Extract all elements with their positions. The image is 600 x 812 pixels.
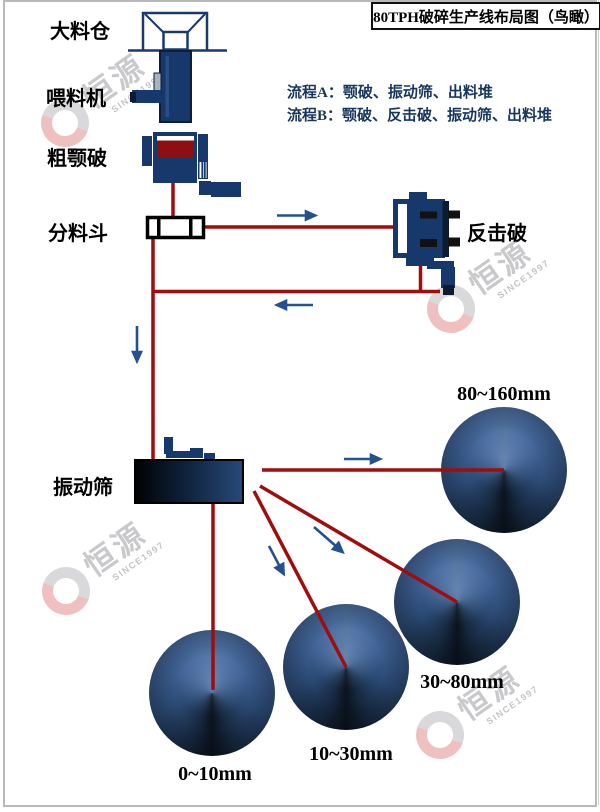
direction-arrows (130, 209, 384, 577)
label-splitter: 分料斗 (48, 223, 108, 245)
label-impact-crusher: 反击破 (467, 223, 527, 245)
label-coarse-jaw: 粗颚破 (47, 148, 107, 170)
impact-crusher-drawing (393, 192, 460, 295)
big-bin-drawing (128, 11, 227, 52)
jaw-crusher-drawing (142, 132, 241, 197)
arrow-down-icon (130, 326, 144, 365)
flow-line-b: 流程B：颚破、反击破、振动筛、出料堆 (287, 108, 553, 124)
arrow-down-right-icon (313, 526, 345, 555)
pile-label-0-10mm: 0~10mm (178, 763, 252, 785)
pile-label-80-160mm: 80~160mm (457, 383, 551, 405)
flow-line-screen-to-30-80 (259, 484, 458, 604)
arrow-right-icon (277, 209, 319, 222)
label-vibrating-screen: 振动筛 (53, 477, 113, 499)
flow-line-screen-to-10-30 (252, 490, 348, 668)
splitter-drawing (145, 215, 206, 240)
diagram-title: 80TPH破碎生产线布局图（鸟瞰） (371, 2, 600, 30)
label-big-bin: 大料仓 (50, 21, 110, 43)
feeder-drawing (130, 50, 192, 123)
flow-lines (151, 183, 504, 690)
page-frame-right-line (598, 0, 599, 805)
label-feeder: 喂料机 (46, 88, 106, 110)
arrow-right-icon (344, 452, 384, 466)
pile-label-30-80mm: 30~80mm (420, 671, 504, 693)
arrow-down-steep-icon (267, 545, 286, 577)
flow-line-a: 流程A：颚破、振动筛、出料堆 (287, 85, 493, 101)
pile-label-10-30mm: 10~30mm (309, 743, 393, 765)
vibrating-screen-drawing (134, 437, 244, 504)
arrow-left-icon (273, 298, 313, 312)
flow-description: 流程A：颚破、振动筛、出料堆 流程B：颚破、反击破、振动筛、出料堆 (287, 82, 552, 128)
page-frame (3, 0, 597, 807)
